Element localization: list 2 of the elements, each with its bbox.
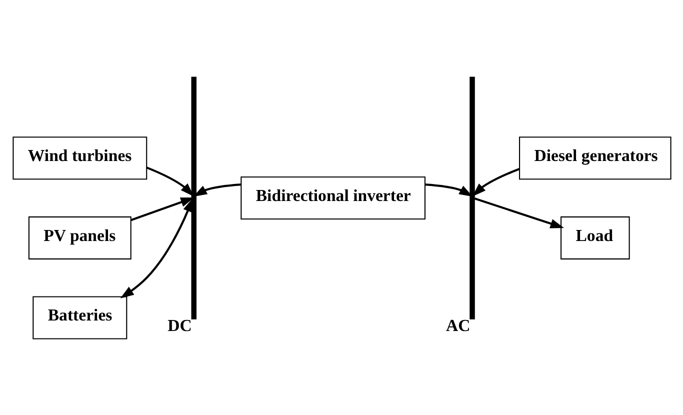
node-label: AC	[445, 316, 470, 335]
node-label: DC	[167, 316, 192, 335]
